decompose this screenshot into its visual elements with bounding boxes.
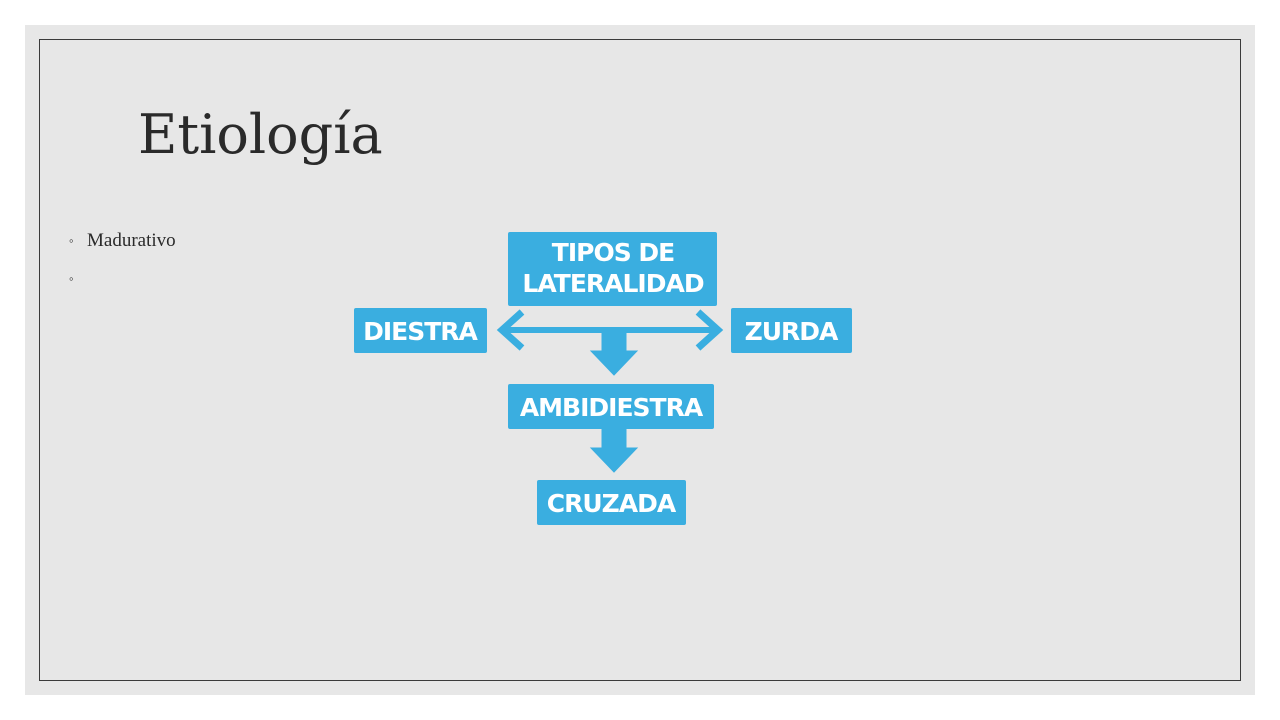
bullet-item: ◦ Madurativo: [69, 229, 176, 267]
node-cruzada: CRUZADA: [537, 480, 686, 525]
slide: Etiología ◦ Madurativo ◦ TIPOS DE LATERAL…: [25, 25, 1255, 695]
down-arrow-1: [589, 331, 639, 376]
slide-frame: [39, 39, 1241, 681]
bullet-list: ◦ Madurativo ◦: [69, 229, 176, 305]
node-ambidiestra-label: AMBIDIESTRA: [520, 393, 704, 422]
node-tipos-de-lateralidad: TIPOS DE LATERALIDAD: [508, 232, 717, 306]
node-zurda-label: ZURDA: [745, 317, 839, 346]
slide-title: Etiología: [138, 103, 383, 166]
bullet-marker: ◦: [69, 233, 74, 248]
node-ambidiestra: AMBIDIESTRA: [508, 384, 714, 429]
node-zurda: ZURDA: [731, 308, 852, 353]
bullet-marker: ◦: [69, 271, 74, 286]
node-tipos-line1: TIPOS DE: [552, 238, 674, 267]
node-diestra: DIESTRA: [354, 308, 487, 353]
bullet-item: ◦: [69, 267, 176, 305]
laterality-diagram: TIPOS DE LATERALIDAD DIESTRA ZURDA AMBID…: [354, 232, 852, 525]
node-cruzada-label: CRUZADA: [547, 489, 677, 518]
node-tipos-line2: LATERALIDAD: [522, 269, 703, 298]
double-arrow-horizontal: [496, 309, 724, 351]
bullet-text: Madurativo: [87, 230, 176, 251]
node-diestra-label: DIESTRA: [363, 317, 478, 346]
down-arrow-2: [589, 428, 639, 473]
